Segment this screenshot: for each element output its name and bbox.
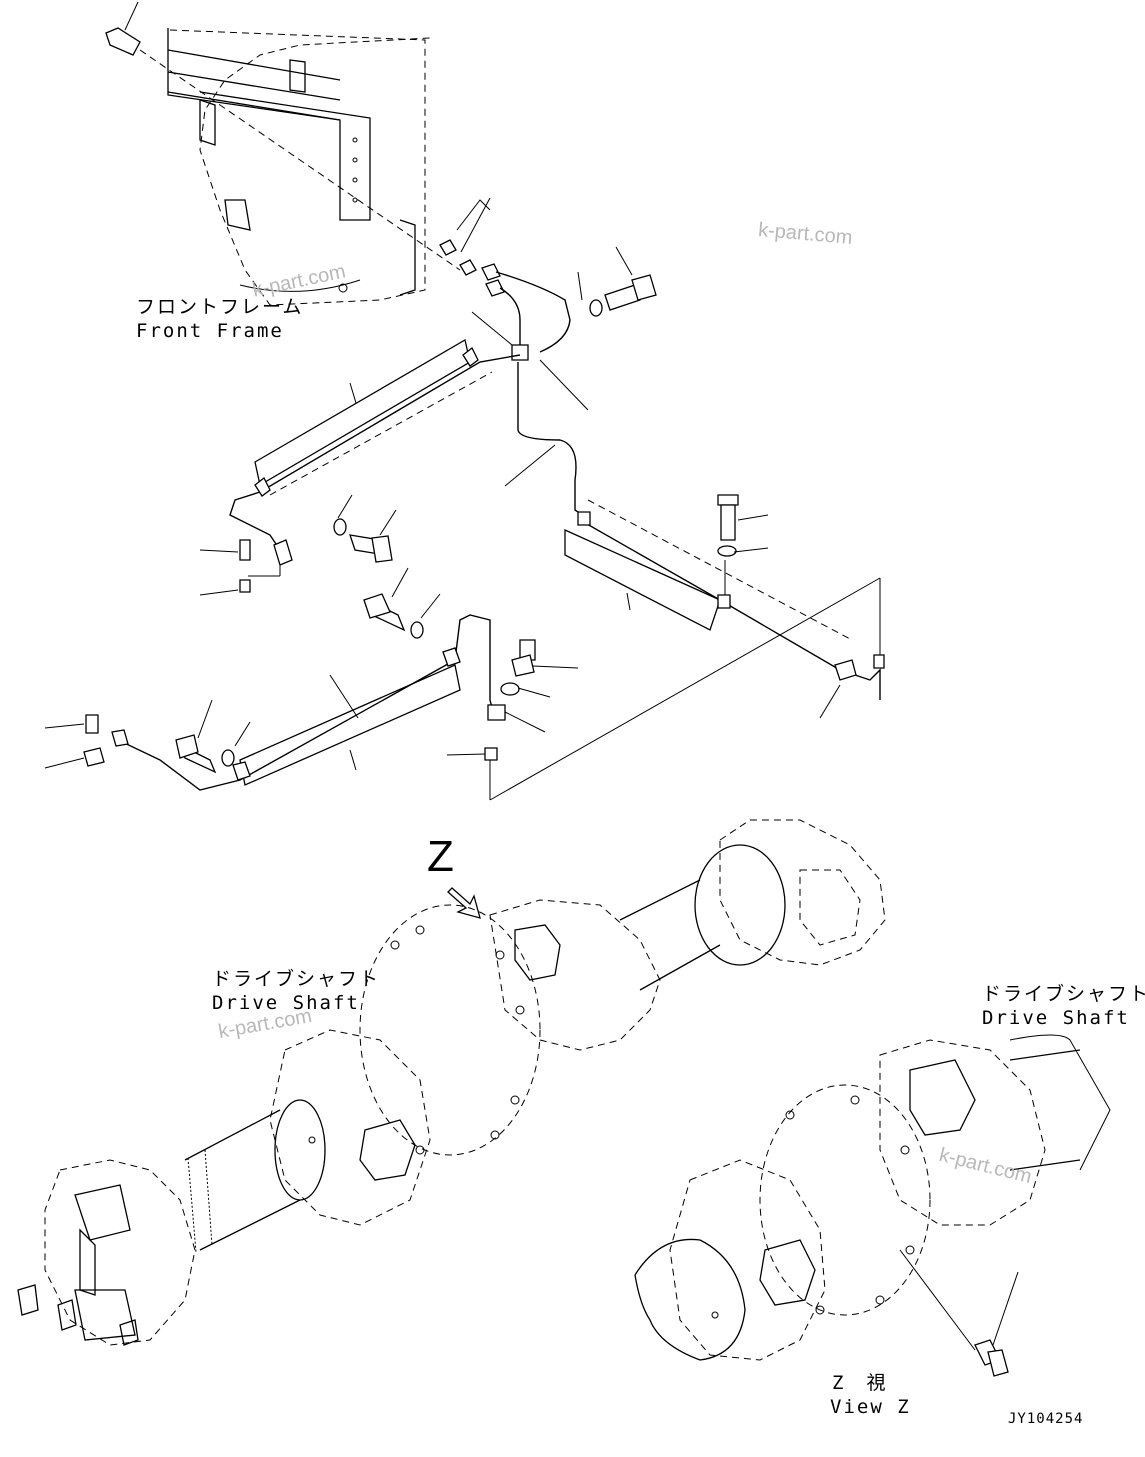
drive-shaft-view-z: [634, 1034, 1111, 1377]
frame-fitting: [105, 1, 461, 271]
drive-shaft-left-label-en: Drive Shaft: [212, 992, 360, 1014]
drive-shaft-left-label-jp: ドライブシャフト: [212, 968, 381, 990]
view-z-label-jp: Z 視: [832, 1372, 888, 1394]
view-z-label-en: View Z: [830, 1396, 911, 1418]
z-arrow: [447, 887, 481, 919]
drive-shaft-right-label-en: Drive Shaft: [982, 1007, 1130, 1029]
front-frame-label-jp: フロントフレーム: [136, 296, 304, 318]
front-frame-label-en: Front Frame: [136, 320, 284, 342]
lower-tube-assembly: [44, 567, 579, 791]
z-marker: Z: [427, 832, 454, 881]
drawing-code: JY104254: [1008, 1411, 1084, 1427]
drive-shaft-main: [17, 819, 886, 1346]
drive-shaft-right-label-jp: ドライブシャフト: [982, 983, 1145, 1005]
upper-tube-assembly: [199, 197, 657, 596]
front-frame: [167, 28, 431, 306]
right-tube-assembly: [489, 494, 885, 801]
